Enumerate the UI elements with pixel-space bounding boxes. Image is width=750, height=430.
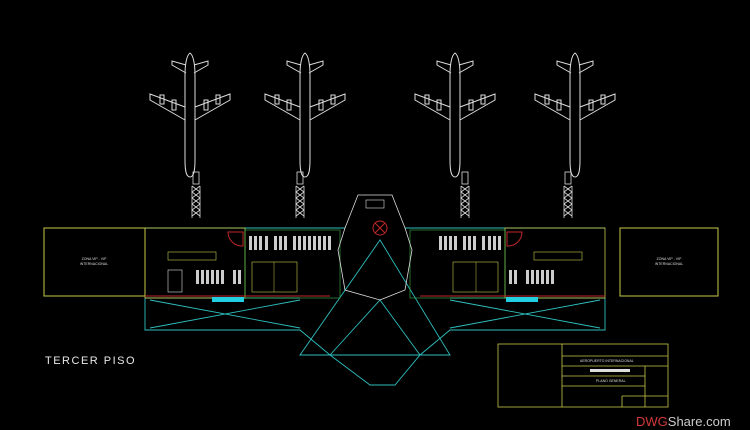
- title-block-project: AEROPUERTO INTERNACIONAL: [580, 359, 634, 363]
- vip-zone-left-label: ZONA VIP - VIP INTERNACIONAL: [44, 257, 144, 267]
- vip-label-line: INTERNACIONAL: [654, 262, 684, 266]
- apron-outline: [144, 227, 606, 386]
- aircraft-3: [414, 52, 496, 178]
- terminal-left: [144, 227, 341, 302]
- vip-zone-right-label: ZONA VIP - VIP INTERNACIONAL: [619, 257, 719, 267]
- aircraft-1: [149, 52, 231, 178]
- title-block: [497, 343, 669, 408]
- watermark-suffix: Share.com: [667, 414, 731, 429]
- vip-label-line: ZONA VIP - VIP: [656, 257, 682, 261]
- vip-label-line: ZONA VIP - VIP: [81, 257, 107, 261]
- title-block-sheet: PLANO GENERAL: [596, 379, 626, 383]
- central-hub: [337, 194, 413, 301]
- aircraft-2: [264, 52, 346, 178]
- vip-label-line: INTERNACIONAL: [79, 262, 109, 266]
- floor-label: TERCER PISO: [45, 355, 137, 367]
- vip-zone-right: [619, 227, 719, 297]
- aircraft-4: [534, 52, 616, 178]
- terminal-right: [409, 227, 606, 302]
- watermark: DWGShare.com: [636, 414, 731, 429]
- watermark-brand: DWG: [636, 414, 668, 429]
